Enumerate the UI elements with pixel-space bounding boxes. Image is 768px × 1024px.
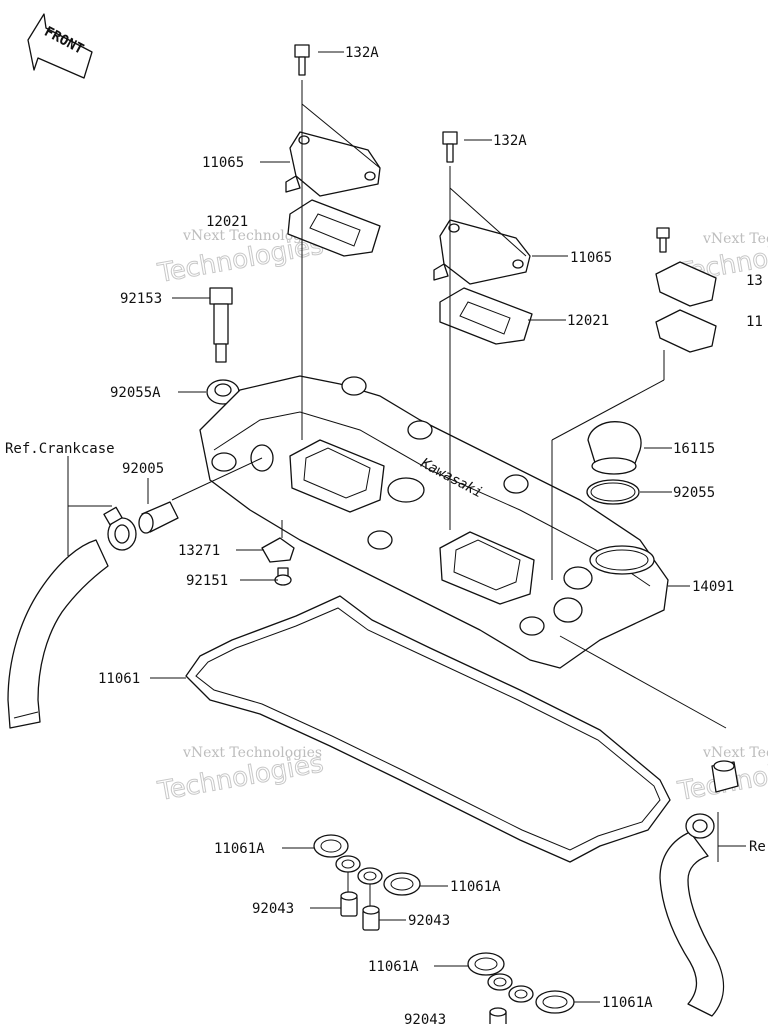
hose-clamp-right xyxy=(685,813,715,839)
pipe-right xyxy=(711,760,739,793)
label-12021-middle: 12021 xyxy=(567,313,609,329)
gasket-12021-middle xyxy=(439,287,533,345)
watermark-text-5: vNext Technologies xyxy=(702,231,768,247)
label-16115: 16115 xyxy=(673,441,715,457)
collar-92043-3 xyxy=(489,1007,507,1024)
label-11-right: 11 xyxy=(746,314,763,330)
label-11061a-4: 11061A xyxy=(602,995,653,1011)
part-labels: 132A 11065 12021 132A 11065 12021 92153 … xyxy=(5,45,766,1024)
ring-small-3 xyxy=(487,973,513,991)
breather-cover-middle xyxy=(433,219,531,285)
watermark: vNext Technologies Technologies vNext Te… xyxy=(155,228,768,808)
breather-cover-left xyxy=(285,131,381,197)
o-ring-92055 xyxy=(586,479,640,505)
label-92043-2: 92043 xyxy=(408,913,450,929)
bolt-92151 xyxy=(274,567,292,586)
label-92043-1: 92043 xyxy=(252,901,294,917)
label-11061a-3: 11061A xyxy=(368,959,419,975)
gasket-11-right xyxy=(655,309,717,353)
seal-11061a-4 xyxy=(535,990,575,1014)
leader-lines xyxy=(67,51,746,1003)
pipe-92005 xyxy=(138,501,179,534)
label-13-right: 13 xyxy=(746,273,763,289)
ring-small-4 xyxy=(508,985,534,1003)
ring-small-1 xyxy=(335,855,361,873)
gasket-12021-left xyxy=(287,199,381,257)
label-11061a-1: 11061A xyxy=(214,841,265,857)
label-92055a: 92055A xyxy=(110,385,161,401)
label-92055: 92055 xyxy=(673,485,715,501)
bolt-right-top xyxy=(656,227,670,253)
collar-92043-1 xyxy=(340,891,358,917)
label-ref-crankcase: Ref.Crankcase xyxy=(5,441,115,457)
label-14091: 14091 xyxy=(692,579,734,595)
seal-92055a xyxy=(206,379,240,405)
oil-filler-cap xyxy=(587,421,642,475)
collar-92043-2 xyxy=(362,905,380,931)
label-re-right: Re xyxy=(749,839,766,855)
watermark-text-1: vNext Technologies xyxy=(182,228,322,244)
label-92151: 92151 xyxy=(186,573,228,589)
label-11061: 11061 xyxy=(98,671,140,687)
seal-11061a-3 xyxy=(467,952,505,976)
hose-clamp-left xyxy=(103,506,137,551)
label-12021-left: 12021 xyxy=(206,214,248,230)
plate-13-right xyxy=(655,261,717,307)
cylinder-head-cover: Kawasaki xyxy=(199,375,669,669)
label-11061a-2: 11061A xyxy=(450,879,501,895)
left-breather-hose xyxy=(7,539,109,729)
label-11065-left: 11065 xyxy=(202,155,244,171)
label-11065-middle: 11065 xyxy=(570,250,612,266)
label-132a-left: 132A xyxy=(345,45,379,61)
label-13271: 13271 xyxy=(178,543,220,559)
bolt-132a-left xyxy=(294,44,310,76)
seal-11061a-2 xyxy=(383,872,421,896)
label-92043-3: 92043 xyxy=(404,1012,446,1024)
bolt-92153 xyxy=(209,287,233,363)
label-92153: 92153 xyxy=(120,291,162,307)
right-breather-hose xyxy=(659,831,725,1017)
front-arrow-icon: FRONT xyxy=(27,13,93,79)
watermark-text-7: vNext Technologies xyxy=(702,745,768,761)
label-132a-middle: 132A xyxy=(493,133,527,149)
label-92005: 92005 xyxy=(122,461,164,477)
seal-11061a-1 xyxy=(313,834,349,858)
cover-gasket-11061 xyxy=(185,595,671,863)
watermark-text-3: vNext Technologies xyxy=(182,745,322,761)
bracket-13271 xyxy=(261,537,295,563)
ring-small-2 xyxy=(357,867,383,885)
bolt-132a-middle xyxy=(442,131,458,163)
